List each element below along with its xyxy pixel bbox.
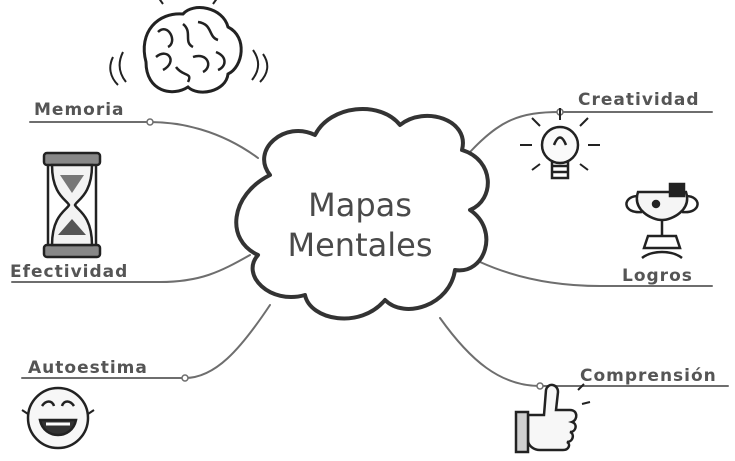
hourglass-icon (44, 153, 100, 257)
branch-label-autoestima: Autoestima (28, 358, 148, 378)
branch-node-comprension (537, 383, 543, 389)
branch-label-memoria: Memoria (34, 100, 125, 120)
central-topic-line-2: Mentales (250, 225, 470, 265)
branch-label-creatividad: Creatividad (578, 90, 700, 110)
branch-label-efectividad: Efectividad (10, 262, 128, 282)
branch-label-comprension: Comprensión (580, 366, 717, 386)
trophy-cartoon-icon (626, 184, 697, 258)
central-topic-line-1: Mapas (250, 185, 470, 225)
branch-node-autoestima (182, 375, 188, 381)
light-bulb-icon (520, 108, 600, 178)
thumbs-up-icon (516, 384, 590, 452)
brain-icon (110, 0, 267, 92)
branch-node-memoria (147, 119, 153, 125)
branch-label-logros: Logros (622, 266, 693, 286)
laughing-face-icon (22, 388, 94, 448)
central-topic-title: Mapas Mentales (250, 185, 470, 265)
